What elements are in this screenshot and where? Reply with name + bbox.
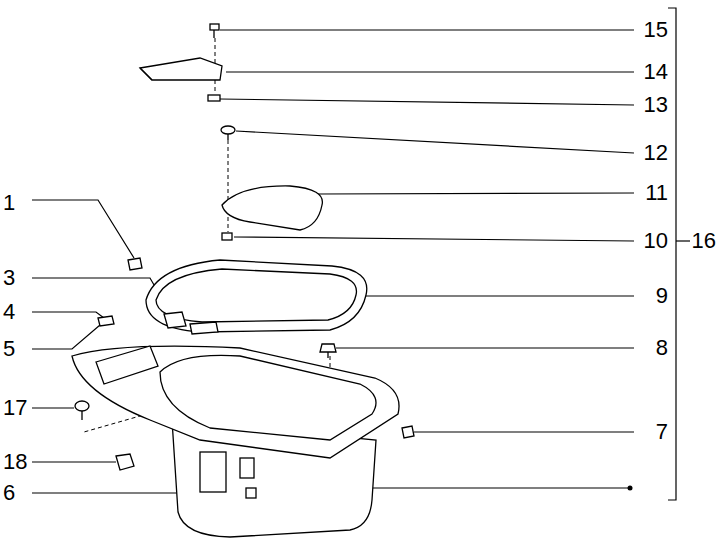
callout-number: 4 — [3, 300, 15, 324]
callout-number: 8 — [656, 336, 668, 360]
callout-number: 17 — [3, 396, 27, 420]
callout-number: 15 — [644, 18, 668, 42]
callout-number: 5 — [3, 337, 15, 361]
callout-number: 6 — [3, 481, 15, 505]
callout-number: 12 — [644, 141, 668, 165]
callout-number: 7 — [656, 420, 668, 444]
callout-number: 11 — [645, 181, 668, 205]
callout-number: 13 — [644, 93, 668, 117]
callout-number: 16 — [692, 229, 716, 253]
callout-number: 10 — [644, 229, 668, 253]
callout-number: 3 — [3, 266, 15, 290]
callout-number: 9 — [656, 284, 668, 308]
callout-number: 14 — [644, 60, 668, 84]
callout-number: 1 — [3, 191, 15, 215]
callout-number: 18 — [3, 450, 27, 474]
